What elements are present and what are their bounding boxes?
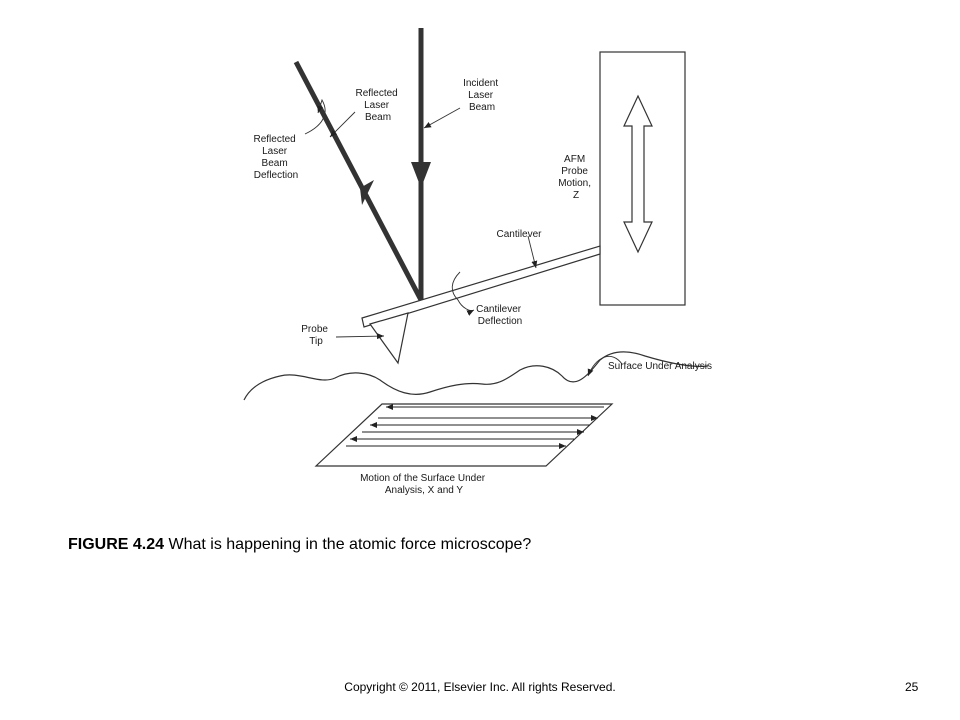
z-motion-arrow <box>623 94 653 254</box>
reflected-beam <box>293 60 424 302</box>
label-probe-tip: Probe Tip <box>301 324 330 347</box>
deflection-arc-cantilever <box>451 271 474 311</box>
deflection-arc-reflected <box>304 98 326 135</box>
label-incident-beam: Incident Laser Beam <box>463 78 501 113</box>
leader-probe-tip <box>335 333 385 340</box>
label-xy-motion: Motion of the Surface Under Analysis, X … <box>360 473 488 496</box>
surface-profile <box>243 351 709 401</box>
leader-cantilever <box>527 235 538 269</box>
incident-beam-arrowhead <box>411 162 431 188</box>
leader-reflected-beam <box>329 111 356 138</box>
caption-text: What is happening in the atomic force mi… <box>164 536 532 553</box>
leader-surface <box>587 355 623 377</box>
label-probe-motion: AFM Probe Motion, Z <box>558 154 594 201</box>
scan-arrows <box>346 404 604 449</box>
probe-tip <box>369 312 409 365</box>
scan-plane <box>314 403 614 467</box>
label-surface: Surface Under Analysis <box>608 361 712 372</box>
cantilever <box>361 245 601 328</box>
reflected-beam-arrowhead <box>360 180 374 205</box>
label-reflected-deflection: Reflected Laser Beam Deflection <box>253 134 298 181</box>
label-reflected-beam: Reflected Laser Beam <box>355 88 400 123</box>
figure-number: FIGURE 4.24 <box>68 536 165 553</box>
figure-caption: FIGURE 4.24 What is happening in the ato… <box>68 536 531 554</box>
copyright-notice: Copyright © 2011, Elsevier Inc. All righ… <box>344 680 616 694</box>
afm-diagram: Reflected Laser Beam Incident Laser Beam… <box>243 28 712 496</box>
label-cantilever: Cantilever <box>496 229 542 240</box>
leader-incident-beam <box>423 107 461 129</box>
page-number: 25 <box>905 680 919 694</box>
label-cantilever-deflection: Cantilever Deflection <box>476 304 524 327</box>
